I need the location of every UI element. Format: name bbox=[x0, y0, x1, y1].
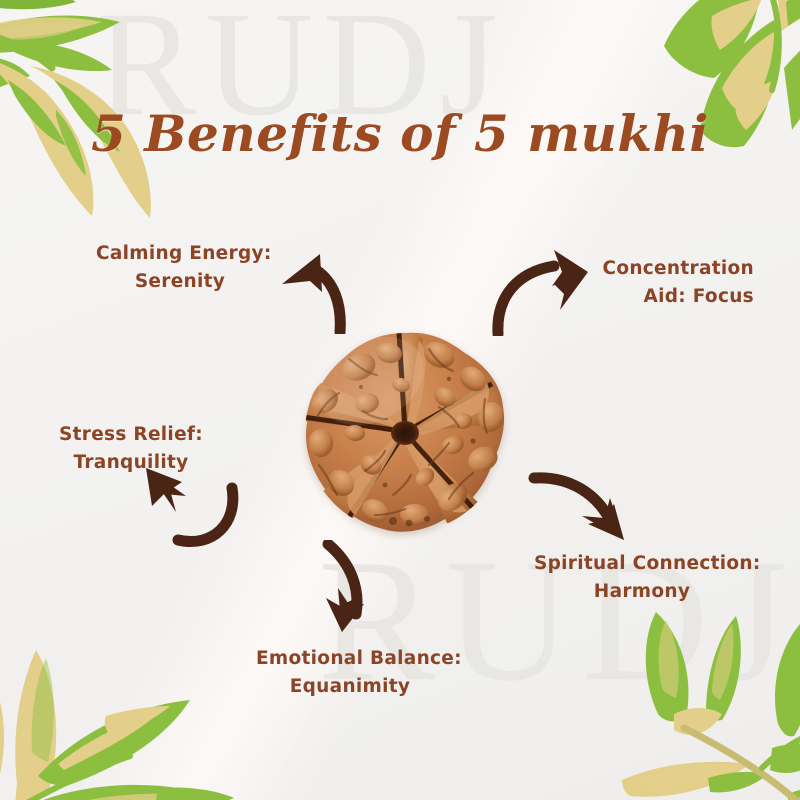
benefit-label-stress-relief: Stress Relief: Tranquility bbox=[58, 421, 204, 477]
benefit-label-calming-energy: Calming Energy: Serenity bbox=[96, 240, 271, 296]
rudraksha-bead-image bbox=[297, 325, 513, 541]
benefit-line-1: Stress Relief: bbox=[59, 424, 203, 445]
leaves-bottom-left bbox=[0, 612, 242, 800]
benefit-line-1: Emotional Balance: bbox=[256, 648, 462, 669]
page-title: 5 Benefits of 5 mukhi bbox=[91, 104, 709, 163]
benefit-line-2: Harmony bbox=[593, 581, 691, 603]
benefit-label-emotional-balance: Emotional Balance: Equanimity bbox=[256, 645, 462, 701]
benefit-line-1: Calming Energy: bbox=[96, 243, 272, 264]
benefit-label-concentration-aid: Concentration Aid: Focus bbox=[596, 255, 754, 311]
benefit-line-2: Tranquility bbox=[73, 452, 189, 474]
arrow-to-spiritual-connection bbox=[526, 462, 636, 552]
benefit-line-2: Aid: Focus bbox=[643, 286, 754, 308]
benefit-line-2: Equanimity bbox=[289, 676, 411, 698]
benefit-label-spiritual-connection: Spiritual Connection: Harmony bbox=[534, 550, 760, 606]
benefit-line-1: Spiritual Connection: bbox=[534, 553, 761, 574]
benefit-line-1: Concentration bbox=[602, 258, 754, 279]
arrow-to-emotional-balance bbox=[298, 538, 390, 640]
leaves-bottom-right bbox=[612, 600, 800, 800]
benefit-line-2: Serenity bbox=[134, 271, 226, 293]
